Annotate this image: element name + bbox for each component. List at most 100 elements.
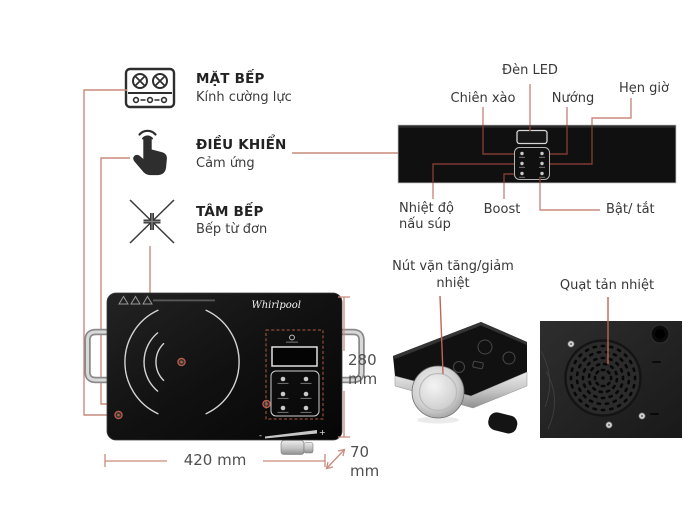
fan-hole: [598, 390, 604, 394]
fan-hole: [592, 394, 598, 399]
fan-hole: [595, 370, 600, 375]
fan-hole: [608, 407, 614, 411]
key-icon: [280, 405, 286, 411]
fan-hole: [586, 361, 591, 366]
fan-hole: [609, 365, 615, 370]
fan-hole: [600, 408, 606, 412]
fan-hole: [619, 367, 624, 373]
fan-hole: [616, 403, 622, 408]
key-icon: [280, 391, 286, 397]
right-handle-highlight: [342, 330, 363, 382]
key-icon: [520, 171, 524, 176]
key-label-smudge: [539, 156, 545, 158]
fan-hole: [632, 367, 636, 373]
brand-logo: Whirlpool: [251, 300, 301, 311]
screws: [567, 340, 661, 429]
knob-plus-mark: +: [319, 428, 326, 437]
key-label-smudge: [300, 397, 312, 399]
fan-hole: [577, 387, 582, 393]
fan-hole: [608, 394, 614, 399]
touch-key-panel: [514, 147, 550, 180]
glass-icon-marks: [453, 339, 516, 373]
touch-key-icons: [519, 151, 545, 178]
callout-stirfry: Chiên xào: [450, 91, 516, 106]
fan-hole: [633, 375, 637, 381]
fan-hole: [614, 370, 618, 376]
dot-control: [262, 399, 271, 409]
burner-center-icon: [129, 199, 175, 244]
fan-hole: [581, 375, 585, 381]
key-label-smudge: [539, 176, 545, 178]
fan-hole: [600, 356, 606, 360]
control-panel-closeup: [397, 124, 677, 184]
callout-boost: Boost: [483, 202, 521, 217]
fan-hole: [591, 386, 597, 391]
fan-hole: [570, 367, 574, 373]
fan-hole: [608, 357, 614, 362]
fan-hole: [627, 379, 631, 385]
led-mini-label-smudge: [286, 341, 298, 343]
fan-hole: [595, 363, 601, 367]
height-dimension-unit: mm: [348, 370, 378, 388]
knob-ring: [418, 372, 458, 412]
fan-hole: [606, 381, 611, 386]
callout-led: Đèn LED: [502, 63, 558, 78]
key-icon: [303, 376, 309, 382]
key-icon: [303, 391, 309, 397]
fan-hole: [584, 348, 590, 353]
feature-title-surface: MẶT BẾP: [196, 71, 265, 87]
key-label-smudge: [277, 382, 289, 384]
fan-grille-holes: [569, 344, 637, 412]
fan-hole: [578, 363, 582, 369]
fan-hole: [611, 384, 616, 390]
fan-hole: [615, 361, 620, 366]
leader-surface: [83, 89, 127, 416]
fan-hole: [596, 402, 602, 406]
callout-power: Bật/ tắt: [606, 202, 655, 217]
fan-hole: [627, 371, 631, 377]
dot-center: [177, 357, 186, 367]
fan-hole: [600, 384, 606, 388]
width-dimension-line: [104, 454, 326, 467]
fan-hole: [592, 357, 598, 362]
rubber-foot: [488, 412, 518, 434]
fan-hole: [628, 391, 633, 397]
fan-hole: [616, 348, 622, 353]
fan-hole: [624, 363, 629, 369]
fan-hole: [588, 399, 594, 403]
left-handle-highlight: [86, 330, 107, 382]
fan-hole: [624, 387, 628, 393]
feature-sub-center: Bếp từ đơn: [196, 222, 268, 237]
product-key-icons: [277, 376, 312, 413]
key-icon: [520, 161, 524, 166]
leader-timer: [591, 98, 632, 125]
fan-hole: [604, 402, 610, 406]
cable-shadow-lines: [540, 350, 555, 430]
depth-dimension-value: 70: [350, 443, 370, 461]
fan-hole: [619, 394, 624, 399]
knob-minus-mark: -: [259, 431, 262, 440]
fan-hole: [612, 353, 618, 357]
fan-hole: [608, 345, 614, 349]
fan-hole: [592, 345, 598, 349]
left-handle: [84, 328, 107, 384]
key-icon: [303, 405, 309, 411]
control-area-dashed-outline: [265, 329, 324, 420]
fan-hole: [615, 390, 620, 395]
fan-closeup-photo: [540, 321, 682, 438]
fan-hole: [600, 396, 606, 400]
fan-hole: [575, 379, 579, 385]
knob-leader: [439, 295, 444, 375]
callout-grill: Nướng: [551, 91, 595, 106]
fan-hole: [623, 398, 628, 403]
key-label-smudge: [300, 382, 312, 384]
product-key-panel: [270, 370, 320, 417]
fan-hole: [573, 391, 578, 397]
key-icon: [520, 151, 524, 156]
fan-hole: [575, 371, 579, 377]
fan-hole: [615, 377, 619, 383]
fan-hole: [621, 375, 625, 381]
feature-title-control: ĐIỀU KHIỂN: [196, 137, 287, 153]
